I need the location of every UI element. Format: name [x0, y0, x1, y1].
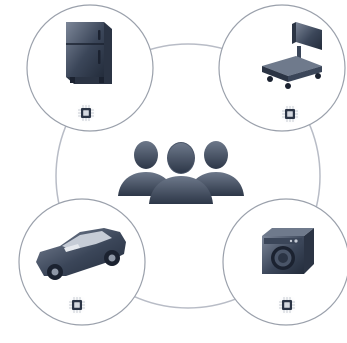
chip-icon [275, 293, 299, 317]
network-ring [55, 43, 321, 309]
weighing-scale-icon [262, 22, 322, 89]
washing-machine-icon [262, 228, 314, 274]
chip-icon [65, 293, 89, 317]
refrigerator-icon [66, 22, 112, 84]
chip-icon [278, 102, 302, 126]
chip-icon [74, 101, 98, 125]
car-icon [36, 228, 126, 280]
people-group-icon [118, 141, 244, 204]
